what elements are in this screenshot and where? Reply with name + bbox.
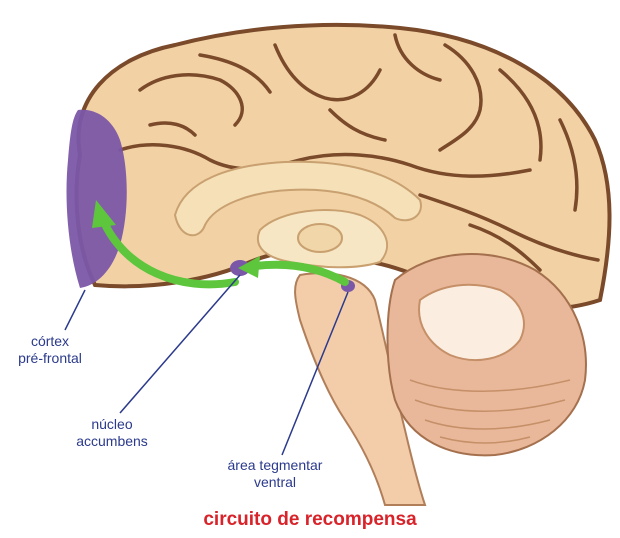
- label-accumbens-line-1: núcleo: [52, 416, 172, 433]
- label-vta-line-2: ventral: [205, 474, 345, 491]
- midbrain-structure: [298, 224, 342, 252]
- label-vta-line-1: área tegmentar: [205, 457, 345, 474]
- label-prefrontal-line-2: pré-frontal: [0, 350, 100, 367]
- label-prefrontal-cortex: córtex pré-frontal: [0, 333, 100, 367]
- label-prefrontal-line-1: córtex: [0, 333, 100, 350]
- diagram-title: circuito de recompensa: [0, 509, 620, 531]
- label-nucleus-accumbens: núcleo accumbens: [52, 416, 172, 450]
- label-ventral-tegmental-area: área tegmentar ventral: [205, 457, 345, 491]
- label-accumbens-line-2: accumbens: [52, 433, 172, 450]
